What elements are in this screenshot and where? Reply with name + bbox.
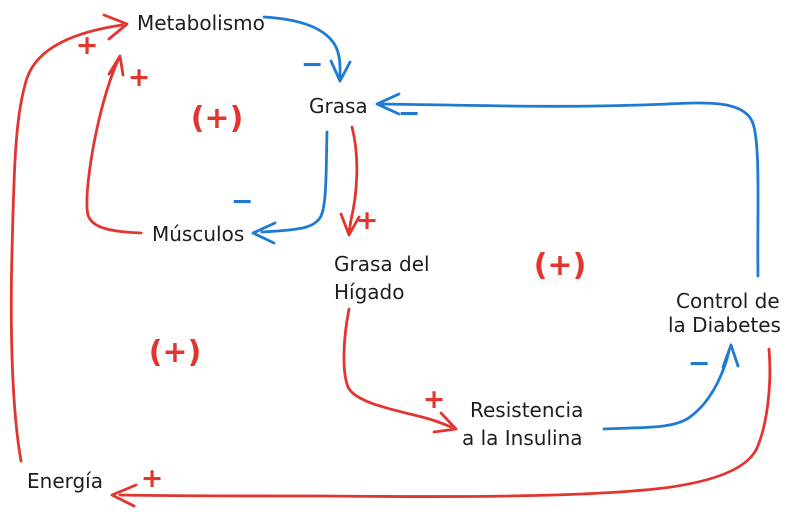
- node-control-diabetes-line2: la Diabetes: [668, 313, 781, 337]
- edge-energia-metabolismo: +: [9, 13, 129, 463]
- loop-label-right: (+): [534, 248, 587, 283]
- arrow-resistencia-control: [602, 343, 740, 431]
- loop-label-top: (+): [191, 101, 244, 136]
- edge-sign-minus: −: [231, 186, 254, 217]
- edge-musculos-metabolismo: +: [85, 54, 151, 235]
- node-metabolismo: Metabolismo: [137, 11, 265, 35]
- arrow-control-grasa: [375, 92, 760, 278]
- node-control-diabetes-line1: Control de: [676, 289, 780, 313]
- arrow-grasahigado-resistencia: [342, 307, 458, 434]
- arrow-energia-metabolismo: [9, 13, 129, 463]
- edge-grasa-musculos: −: [231, 130, 329, 245]
- node-resistencia-insulina-line2: a la Insulina: [462, 426, 583, 450]
- loop-label-left: (+): [149, 335, 202, 370]
- edge-sign-plus: +: [128, 62, 151, 93]
- edge-resistencia-control: −: [602, 343, 740, 431]
- node-grasa: Grasa: [309, 94, 368, 118]
- node-control-diabetes: Control de la Diabetes: [668, 289, 781, 337]
- arrow-musculos-metabolismo: [85, 54, 143, 235]
- node-resistencia-insulina-line1: Resistencia: [470, 398, 583, 422]
- node-grasa-higado: Grasa del Hígado: [334, 252, 430, 304]
- node-grasa-higado-line1: Grasa del: [334, 252, 430, 276]
- edge-sign-minus: −: [301, 49, 324, 80]
- edge-metabolismo-grasa: −: [262, 15, 352, 83]
- arrow-grasa-musculos: [251, 130, 329, 245]
- edge-control-energia: +: [110, 347, 772, 508]
- edge-sign-plus: +: [141, 463, 164, 494]
- edge-control-grasa: −: [375, 92, 760, 278]
- edge-grasa-grasahigado: +: [339, 125, 379, 237]
- edge-grasahigado-resistencia: +: [342, 307, 458, 434]
- arrow-control-energia: [110, 347, 772, 508]
- node-energia: Energía: [27, 469, 103, 493]
- edge-sign-plus: +: [356, 205, 379, 236]
- edge-sign-plus: +: [76, 30, 99, 61]
- arrow-grasa-grasahigado: [339, 125, 361, 237]
- edge-sign-minus: −: [398, 98, 421, 129]
- node-musculos: Músculos: [152, 222, 244, 246]
- edge-sign-plus: +: [423, 384, 446, 415]
- node-resistencia-insulina: Resistencia a la Insulina: [462, 398, 583, 450]
- node-grasa-higado-line2: Hígado: [334, 280, 404, 304]
- arrow-metabolismo-grasa: [262, 15, 352, 83]
- edge-sign-minus: −: [688, 348, 711, 379]
